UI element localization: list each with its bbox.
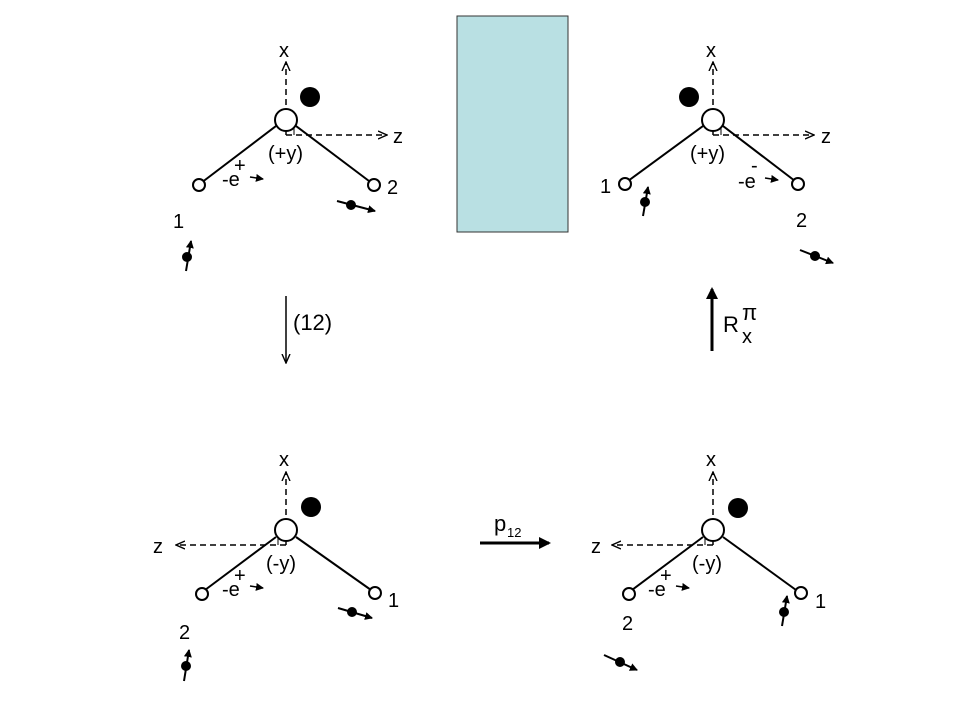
panel-bottom-right: x z (-y) + -e 2 1 <box>591 449 826 671</box>
charge-label: -e <box>222 579 240 601</box>
rotation-pi: π <box>742 300 757 325</box>
x-axis-label: x <box>706 40 716 62</box>
atom-label-left: 2 <box>622 613 633 635</box>
central-atom <box>274 108 298 132</box>
bond-right <box>722 125 796 182</box>
bond-left <box>204 536 277 591</box>
bond-left <box>200 125 277 184</box>
dark-sphere <box>679 87 699 107</box>
spin-2-icon <box>336 200 376 214</box>
atom-label-right: 1 <box>388 590 399 612</box>
x-axis-label: x <box>706 449 716 471</box>
spin-2-icon <box>799 249 834 265</box>
y-axis-label: (-y) <box>266 553 296 575</box>
operation-permutation: (12) <box>286 296 332 363</box>
rotation-label: R <box>723 312 739 337</box>
charge-sign: + <box>234 565 246 587</box>
x-axis-label: x <box>279 40 289 62</box>
charge-label: -e <box>222 169 240 191</box>
operation-parity: p 12 <box>480 511 551 549</box>
dark-sphere <box>728 498 748 518</box>
x-axis-label: x <box>279 449 289 471</box>
bond-right <box>295 536 372 591</box>
center-panel <box>456 15 569 233</box>
y-axis-label: (-y) <box>692 553 722 575</box>
bond-left <box>627 125 704 182</box>
spin-1-icon <box>779 595 790 627</box>
atom-label-right: 2 <box>796 210 807 232</box>
y-axis-label: (+y) <box>690 143 725 165</box>
spin-2-icon <box>603 654 638 671</box>
charge-sign: - <box>751 155 758 177</box>
parity-subscript: 12 <box>507 525 521 540</box>
central-atom <box>701 518 725 542</box>
atom-label-right: 1 <box>815 591 826 613</box>
charge-arrow <box>764 174 779 183</box>
operation-rotation: R π x <box>706 287 757 351</box>
bond-right <box>295 125 370 182</box>
permutation-label: (12) <box>293 310 332 335</box>
atom-2 <box>195 587 209 601</box>
charge-arrow <box>249 173 264 182</box>
charge-sign: + <box>234 155 246 177</box>
atom-label-right: 2 <box>387 177 398 199</box>
panel-top-left: x z (+y) + -e 1 2 <box>173 40 403 272</box>
z-axis-label: z <box>821 126 831 148</box>
atom-2 <box>367 178 381 192</box>
dark-sphere <box>301 497 321 517</box>
atom-1 <box>192 178 206 192</box>
charge-arrow <box>675 582 690 591</box>
atom-1 <box>618 177 632 191</box>
charge-arrow <box>249 582 264 591</box>
parity-label: p <box>494 511 506 536</box>
atom-label-left: 1 <box>173 211 184 233</box>
dark-sphere <box>300 87 320 107</box>
atom-1 <box>368 586 382 600</box>
central-atom <box>274 518 298 542</box>
atom-label-left: 2 <box>179 622 190 644</box>
spin-1-icon <box>182 240 194 272</box>
z-axis-label: z <box>393 126 403 148</box>
charge-label: -e <box>738 171 756 193</box>
spin-1-icon <box>337 607 373 620</box>
atom-2 <box>791 177 805 191</box>
panel-top-right: x z (+y) - -e 1 2 <box>600 40 834 265</box>
y-axis-label: (+y) <box>268 143 303 165</box>
z-axis-label: z <box>591 536 601 558</box>
spin-2-icon <box>181 649 192 682</box>
panel-bottom-left: x z (-y) + -e 2 1 <box>153 449 399 682</box>
charge-label: -e <box>648 579 666 601</box>
atom-label-left: 1 <box>600 176 611 198</box>
charge-sign: + <box>660 565 672 587</box>
central-atom <box>701 108 725 132</box>
bond-right <box>722 536 797 591</box>
rotation-subscript: x <box>742 326 752 348</box>
bond-left <box>631 536 704 591</box>
z-axis-label: z <box>153 536 163 558</box>
spin-1-icon <box>640 186 651 217</box>
atom-2 <box>622 587 636 601</box>
atom-1 <box>794 586 808 600</box>
